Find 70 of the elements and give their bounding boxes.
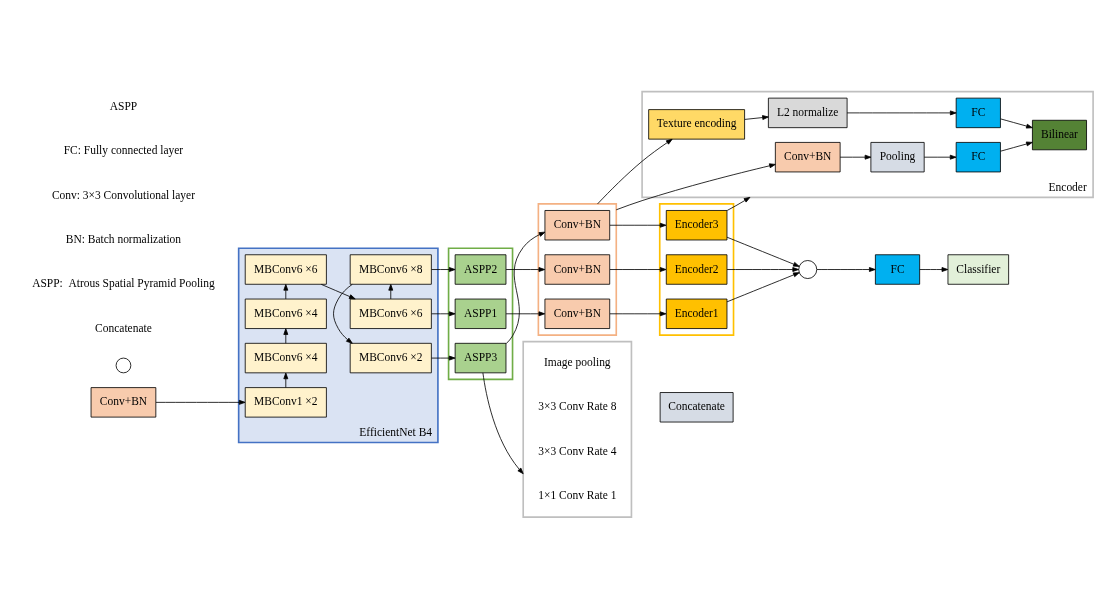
node-box: FC <box>955 97 1001 129</box>
arrow <box>609 222 667 228</box>
arrow <box>431 267 456 272</box>
node-box: Encoder1 <box>665 298 728 329</box>
arrow <box>816 267 876 272</box>
node-box: Pooling <box>870 142 925 173</box>
arrow <box>431 311 456 317</box>
arrow <box>388 284 394 300</box>
arrow <box>283 284 289 300</box>
arrow <box>726 267 799 272</box>
node-box: ASPP3 <box>454 342 507 374</box>
arrow <box>919 267 949 272</box>
node-box: Texture encoding <box>648 109 745 140</box>
arrow <box>320 283 356 300</box>
arrow <box>431 355 456 361</box>
arrow <box>1000 141 1033 152</box>
node-circle <box>798 260 818 279</box>
node-box: Conv+BN <box>90 387 157 418</box>
node-box: FC <box>875 254 921 285</box>
node-box: MBConv6 ×6 <box>244 254 327 285</box>
label: BN: Batch normalization <box>65 233 182 246</box>
legend-label: Concatenate <box>95 321 152 334</box>
label: ASPP: Atrous Spatial Pyramid Pooling <box>32 277 215 290</box>
node-box: Conv+BN <box>544 254 611 285</box>
node-box: MBConv6 ×4 <box>244 298 327 329</box>
cluster <box>522 340 633 518</box>
arrow <box>283 372 289 388</box>
label: ASPP <box>109 100 138 113</box>
arrow <box>155 399 246 405</box>
arrow <box>615 163 776 211</box>
node-box: FC <box>955 142 1001 173</box>
arrow <box>283 328 289 344</box>
arrow <box>505 311 546 317</box>
arrow <box>597 138 673 205</box>
node-box: ASPP1 <box>454 298 507 329</box>
arrow <box>846 110 957 116</box>
arrow <box>609 267 667 272</box>
node-box: Bilinear <box>1032 119 1087 151</box>
node-box: MBConv6 ×4 <box>244 342 327 374</box>
arrow <box>505 231 546 345</box>
arrow <box>609 311 667 317</box>
node-box: Conv+BN <box>544 298 611 329</box>
node-text: Image pooling <box>544 356 611 369</box>
arrow <box>923 154 957 160</box>
arrow <box>744 115 769 120</box>
node-box: Encoder3 <box>665 210 728 241</box>
arrow <box>482 372 524 475</box>
node-box: L2 normalize <box>767 97 848 129</box>
arrow <box>1000 118 1033 129</box>
node-text: 3×3 Conv Rate 8 <box>538 400 617 413</box>
node-box: Concatenate <box>659 392 734 423</box>
node-box: MBConv1 ×2 <box>244 387 327 418</box>
node-box: Classifier <box>947 254 1010 285</box>
arrow <box>726 196 751 211</box>
arrow <box>726 236 800 267</box>
node-box: MBConv6 ×8 <box>349 254 432 285</box>
arrow <box>839 154 872 160</box>
node-box: Conv+BN <box>774 142 841 173</box>
node-text: 3×3 Conv Rate 4 <box>538 444 617 457</box>
arrow <box>333 283 353 344</box>
label: FC: Fully connected layer <box>63 144 184 157</box>
node-box: MBConv6 ×6 <box>349 298 432 329</box>
arrow <box>726 272 800 303</box>
node-text: 1×1 Conv Rate 1 <box>538 488 617 501</box>
node-box: Encoder2 <box>665 254 728 285</box>
node-box: ASPP2 <box>454 254 507 285</box>
label: Conv: 3×3 Convolutional layer <box>51 188 196 201</box>
arrow <box>505 267 546 272</box>
node-box: MBConv6 ×2 <box>349 342 432 374</box>
node-box: Conv+BN <box>544 210 611 241</box>
